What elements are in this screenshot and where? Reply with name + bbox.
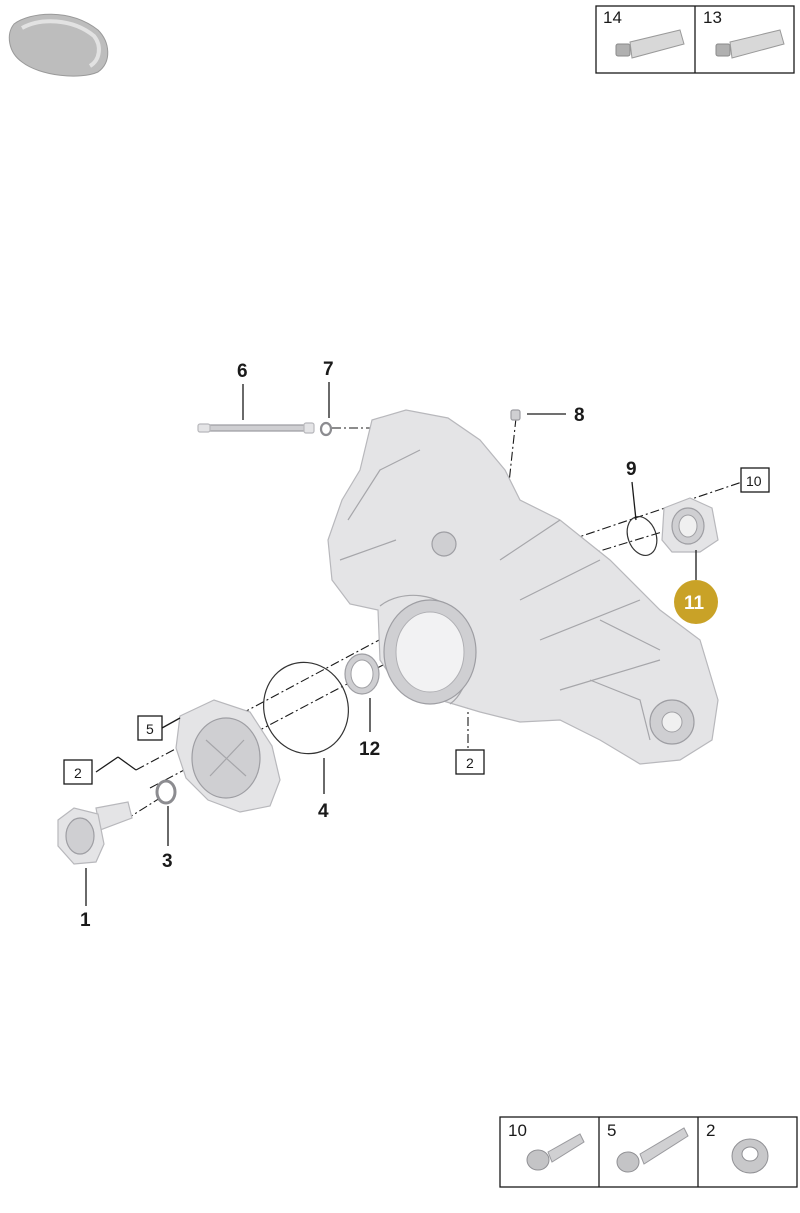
svg-text:2: 2 — [466, 755, 474, 771]
vehicle-silhouette-icon — [8, 13, 109, 77]
callout-labels: 6 7 8 9 12 4 3 1 — [80, 359, 637, 931]
callout-9: 9 — [626, 459, 637, 480]
kit-cell-number: 14 — [603, 8, 622, 27]
kit-cell-number: 13 — [703, 8, 722, 27]
highlight-circle — [674, 580, 718, 624]
highlighted-part-11-marker[interactable]: 11 — [674, 580, 718, 624]
boxed-ref-2-bottom[interactable]: 2 — [455, 749, 485, 775]
callout-4: 4 — [318, 801, 329, 822]
o-ring-9[interactable] — [622, 512, 662, 559]
fastener-cell-number: 10 — [508, 1121, 527, 1140]
svg-text:2: 2 — [74, 765, 82, 781]
bearing-ring[interactable] — [344, 653, 380, 695]
tube-icon — [715, 29, 785, 59]
callout-8: 8 — [574, 405, 585, 426]
bolt-long-icon — [616, 1127, 689, 1173]
callout-1: 1 — [80, 910, 91, 931]
svg-text:10: 10 — [746, 473, 762, 489]
boxed-ref-10[interactable]: 10 — [740, 467, 770, 493]
kit-cell-14[interactable]: 14 — [603, 8, 685, 59]
flange-nut-icon — [731, 1138, 769, 1174]
header-kit-table: 14 13 — [595, 5, 795, 74]
small-seal-ring[interactable] — [319, 421, 333, 437]
shaft-seal[interactable] — [155, 779, 177, 805]
transmission-housing[interactable] — [327, 409, 719, 765]
callout-12: 12 — [359, 739, 380, 760]
fastener-cell-number: 2 — [706, 1121, 715, 1140]
tube-icon — [615, 29, 685, 59]
selector-shaft[interactable] — [197, 422, 315, 434]
large-o-ring[interactable] — [252, 651, 360, 764]
svg-text:5: 5 — [146, 721, 154, 737]
screw-plug[interactable] — [510, 409, 521, 421]
fastener-table: 10 5 2 — [499, 1116, 798, 1188]
housing-cover[interactable] — [175, 699, 281, 813]
highlighted-part-number: 11 — [684, 593, 705, 614]
boxed-ref-5[interactable]: 5 — [137, 715, 163, 741]
callout-3: 3 — [162, 851, 173, 872]
fastener-cell-2[interactable]: 2 — [706, 1121, 769, 1174]
callout-7: 7 — [323, 359, 334, 380]
fastener-cell-5[interactable]: 5 — [607, 1121, 689, 1173]
kit-cell-13[interactable]: 13 — [703, 8, 785, 59]
fastener-cell-number: 5 — [607, 1121, 616, 1140]
boxed-ref-2-left[interactable]: 2 — [63, 759, 93, 785]
leader-lines — [85, 382, 697, 906]
release-bearing-housing[interactable] — [661, 497, 719, 553]
callout-6: 6 — [237, 361, 248, 382]
bolt-short-icon — [526, 1133, 585, 1171]
drive-flange[interactable] — [57, 801, 133, 865]
fastener-cell-10[interactable]: 10 — [508, 1121, 585, 1171]
